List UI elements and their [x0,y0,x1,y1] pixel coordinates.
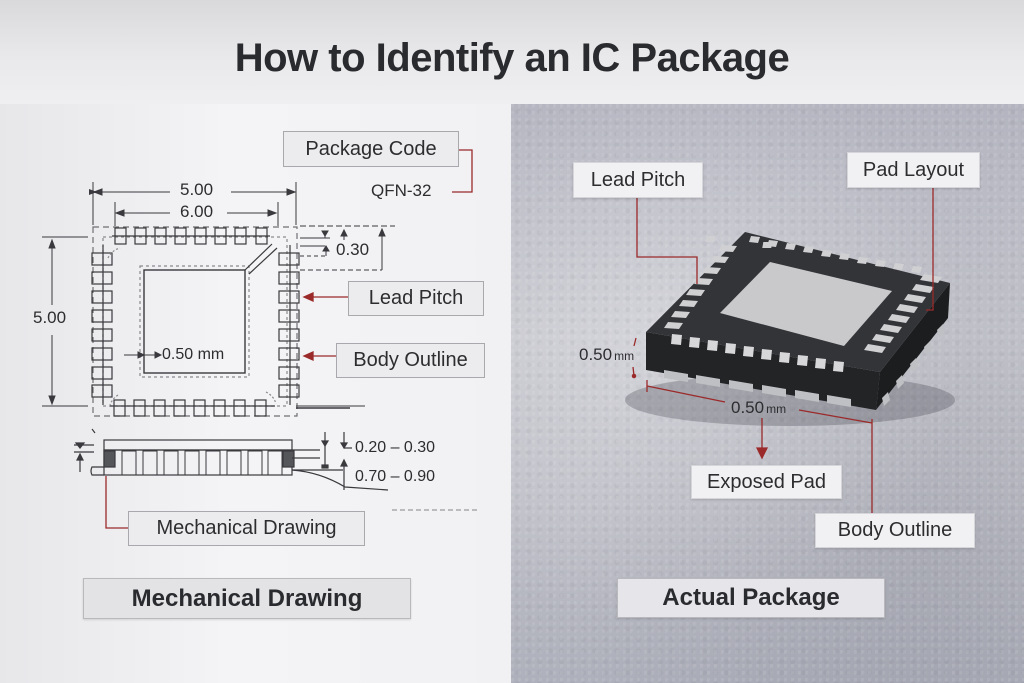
page-title: How to Identify an IC Package [234,36,790,80]
package-code-value: QFN-32 [371,181,432,200]
body-outline-label: Body Outline [353,349,468,371]
dim-pad-pitch: 0.50 mm [162,346,225,363]
lead-pitch-callout-left: Lead Pitch [348,281,484,316]
dim-outer-width: 5.00 [180,180,214,199]
body-outline-label: Body Outline [837,519,953,541]
mechanical-drawing-footer-label: Mechanical Drawing [83,578,411,619]
actual-package-footer-text: Actual Package [662,584,840,611]
lead-pitch-callout-right: Lead Pitch [573,162,703,198]
dim-chip-height-unit: mm [614,349,635,363]
pad-layout-callout: Pad Layout [847,152,980,188]
dim-chip-length-value: 0.50 [731,398,765,417]
package-code-label: Package Code [305,137,437,160]
dim-inner-width: 6.00 [180,202,214,221]
lead-pitch-label: Lead Pitch [590,168,686,191]
exposed-pad-label: Exposed Pad [707,470,826,493]
package-code-callout: Package Code [283,131,459,167]
dim-lead-offset: 0.30 [336,240,370,259]
header: How to Identify an IC Package [0,0,1024,104]
body-outline-callout-right: Body Outline [815,513,975,548]
mechanical-drawing-callout: Mechanical Drawing [128,511,365,546]
body-outline-callout-left: Body Outline [336,343,485,378]
dim-side-thickness-1: 0.20 – 0.30 [355,439,436,456]
lead-pitch-label: Lead Pitch [368,287,464,309]
pad-layout-label: Pad Layout [862,158,965,181]
dim-side-thickness-2: 0.70 – 0.90 [355,468,436,485]
dim-height: 5.00 [33,308,67,327]
dim-chip-length-unit: mm [766,402,787,416]
mechanical-drawing-label: Mechanical Drawing [156,517,337,539]
mechanical-drawing-footer-text: Mechanical Drawing [131,584,363,612]
exposed-pad-callout: Exposed Pad [691,465,842,499]
actual-package-footer-label: Actual Package [617,578,885,618]
dim-chip-height-value: 0.50 [579,345,613,364]
